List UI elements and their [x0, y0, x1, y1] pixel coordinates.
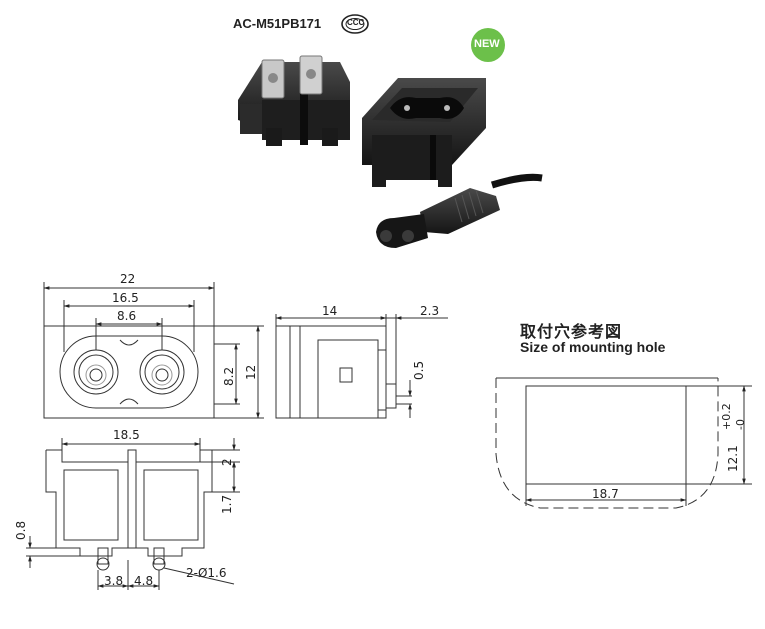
dim-side-depth: 14	[322, 304, 338, 318]
dim-front-outer-height: 12	[244, 364, 258, 380]
dim-bottom-width: 18.5	[113, 428, 140, 442]
model-title: AC-M51PB171	[233, 16, 322, 31]
dim-bottom-mid-step: 1.7	[220, 494, 234, 514]
mounting-title-en: Size of mounting hole	[520, 339, 666, 355]
dim-front-width: 22	[120, 272, 136, 286]
dim-mount-tol-plus: +0.2	[720, 403, 733, 430]
front-view	[43, 282, 264, 419]
dim-bottom-pin-x2: 4.8	[134, 574, 154, 588]
dim-bottom-pin-offset: 0.8	[14, 520, 28, 540]
product-photo-plug	[376, 173, 543, 248]
product-photo-front	[362, 78, 486, 187]
dim-side-thickness: 0.5	[412, 360, 426, 380]
dim-bottom-top-step: 2	[220, 458, 234, 466]
dim-bottom-holes: 2-Ø1.6	[186, 566, 227, 580]
cert-mark-label: CCC	[347, 18, 365, 27]
mounting-title-cn: 取付穴参考図	[520, 324, 623, 341]
dim-side-flange: 2.3	[420, 304, 440, 318]
dim-bottom-pin-x1: 3.8	[104, 574, 124, 588]
product-photo-rear	[238, 55, 350, 146]
ccc-cert-icon	[341, 14, 369, 34]
dim-front-outer-spacing: 16.5	[112, 291, 139, 305]
dim-mount-height: 12.1	[726, 445, 740, 472]
bottom-view	[26, 438, 240, 590]
new-badge-label: NEW	[474, 38, 500, 50]
dim-mount-width: 18.7	[592, 487, 619, 501]
mounting-hole-view	[495, 377, 752, 509]
dim-front-inner-spacing: 8.6	[117, 309, 137, 323]
new-badge	[471, 28, 505, 62]
side-view	[275, 314, 448, 419]
dim-front-inner-height: 8.2	[222, 366, 236, 386]
dim-mount-tol-minus: -0	[734, 419, 747, 430]
